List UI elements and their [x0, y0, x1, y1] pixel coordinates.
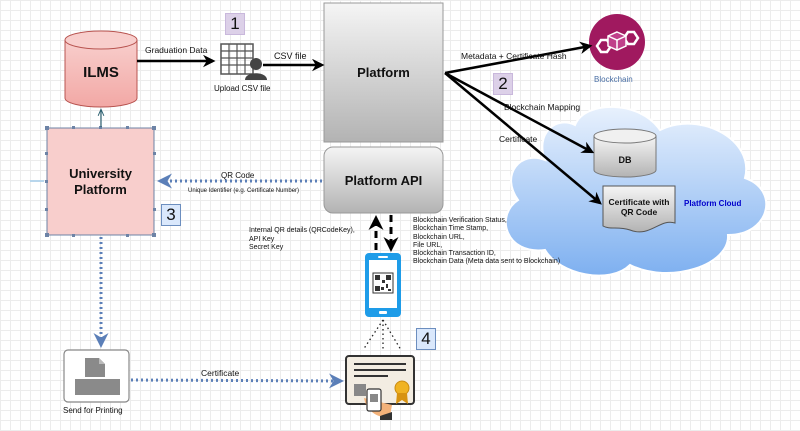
step-badge-2: 2	[493, 73, 513, 95]
arrow-metadata-hash	[444, 41, 593, 75]
unique-identifier-label: Unique Identifier (e.g. Certificate Numb…	[188, 188, 300, 194]
upload-csv-label: Upload CSV file	[214, 84, 271, 93]
request-detail-item: Internal QR details (QRCodeKey),	[249, 227, 355, 234]
response-detail-item: Blockchain URL,	[413, 233, 465, 241]
metadata-hash-label: Metadata + Certificate Hash	[461, 51, 567, 61]
csv-file-label: CSV file	[274, 51, 307, 61]
response-detail-item: Blockchain Verification Status,	[413, 217, 507, 224]
certificate-hand-icon[interactable]	[345, 355, 415, 420]
spreadsheet-user-icon	[220, 43, 267, 80]
blockchain-label: Blockchain	[594, 75, 633, 84]
qr-code-label: QR Code	[221, 171, 255, 180]
phone-qr-icon[interactable]	[365, 253, 401, 317]
ilms-database[interactable]	[64, 30, 138, 108]
db-database[interactable]	[593, 128, 657, 178]
certificate-cloud-label: Certificate	[499, 134, 538, 144]
request-details: Internal QR details (QRCodeKey), API Key…	[249, 227, 355, 253]
arrow-certificate-cloud	[444, 72, 602, 205]
certificate-qr-label: Certificate with QR Code	[603, 197, 675, 217]
blockchain-icon[interactable]	[589, 14, 645, 70]
platform-api-label: Platform API	[344, 173, 423, 188]
university-platform-label-line2: Platform	[74, 182, 127, 197]
certificate-print-label: Certificate	[201, 368, 240, 378]
response-detail-item: Blockchain Transaction ID,	[413, 250, 496, 258]
selection-handles	[45, 126, 156, 237]
arrow-certificate-print	[130, 373, 344, 389]
request-detail-item: API Key	[249, 235, 275, 243]
platform-box[interactable]	[323, 2, 444, 143]
platform-api-box[interactable]	[323, 146, 444, 214]
university-platform-label-line1: University	[69, 166, 132, 181]
printer-icon[interactable]	[63, 349, 130, 403]
response-detail-item: File URL,	[413, 241, 443, 249]
certificate-qr-label-line1: Certificate with	[608, 197, 670, 207]
certificate-qr-label-line2: QR Code	[620, 207, 658, 217]
platform-cloud-label: Platform Cloud	[684, 199, 742, 208]
university-platform-label: University Platform	[47, 166, 154, 198]
request-detail-item: Secret Key	[249, 244, 284, 251]
certificate-document[interactable]	[602, 185, 676, 233]
step-badge-1: 1	[225, 13, 245, 35]
arrow-blockchain-mapping	[444, 71, 595, 154]
response-details: Blockchain Verification Status, Blockcha…	[413, 217, 560, 267]
platform-label: Platform	[357, 65, 410, 80]
response-detail-item: Blockchain Time Stamp,	[413, 225, 489, 233]
ilms-label: ILMS	[83, 64, 119, 81]
step-badge-3: 3	[161, 204, 181, 226]
blockchain-mapping-label: Blockchain Mapping	[504, 102, 581, 112]
step-badge-4: 4	[416, 328, 436, 350]
send-for-printing-label: Send for Printing	[63, 406, 123, 415]
scan-lines	[362, 319, 402, 351]
db-label: DB	[618, 155, 632, 165]
graduation-data-label: Graduation Data	[145, 45, 208, 55]
response-detail-item: Blockchain Data (Meta data sent to Block…	[413, 258, 561, 266]
